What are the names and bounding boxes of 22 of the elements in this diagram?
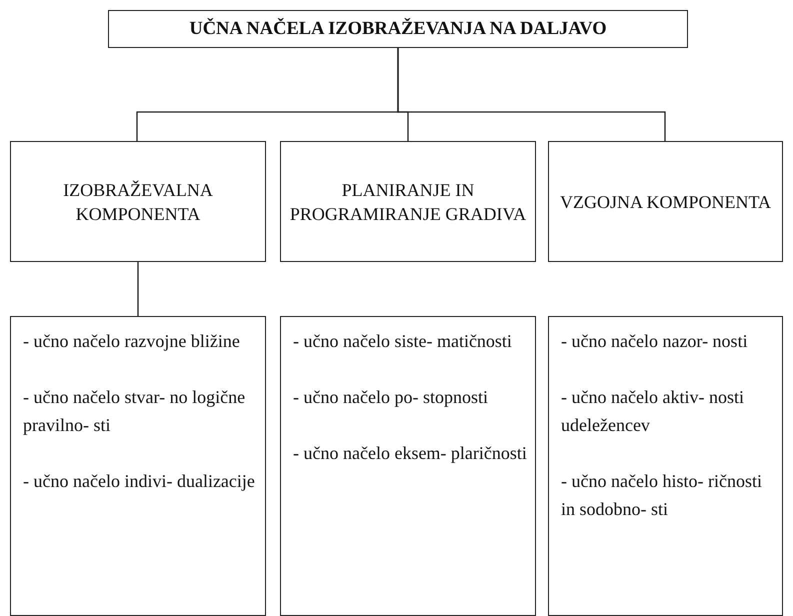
- connector-line: [397, 48, 666, 141]
- category-box: [548, 141, 783, 262]
- list-item: - učno načelo razvojne bližine: [23, 330, 241, 353]
- list-item: - učno načelo histo- ričnosti in sodobno- sti: [561, 470, 763, 521]
- list-item: - učno načelo siste- matičnosti: [293, 330, 513, 353]
- list-box: [10, 316, 266, 616]
- category-box: [280, 141, 536, 262]
- category-label: VZGOJNA KOMPONENTA: [560, 190, 772, 214]
- category-label: PLANIRANJE IN PROGRAMIRANJE GRADIVA: [288, 178, 528, 226]
- list-item: - učno načelo eksem- plaričnosti: [293, 442, 527, 465]
- list-box: [280, 316, 536, 616]
- list-item: - učno načelo aktiv- nosti udeležencev: [561, 386, 745, 437]
- list-item: - učno načelo nazor- nosti: [561, 330, 749, 353]
- list-box: [548, 316, 783, 616]
- title-text: UČNA NAČELA IZOBRAŽEVANJA NA DALJAVO: [189, 18, 607, 40]
- category-box: [10, 141, 266, 262]
- list-item: - učno načelo po- stopnosti: [293, 386, 489, 409]
- list-item: - učno načelo indivi- dualizacije: [23, 470, 256, 493]
- connector-line: [137, 262, 139, 316]
- title-box: [108, 10, 688, 48]
- list-item: - učno načelo stvar- no logične pravilno- sti: [23, 386, 246, 437]
- category-label: IZOBRAŽEVALNA KOMPONENTA: [62, 178, 214, 226]
